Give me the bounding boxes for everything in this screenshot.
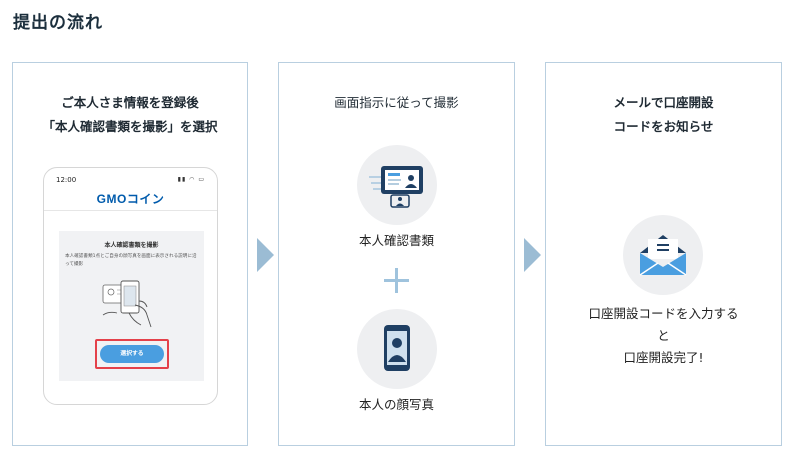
step-1-panel: ご本人さま情報を登録後 「本人確認書類を撮影」を選択 12:00 ▮▮ ◠ ▭ … bbox=[12, 62, 248, 446]
card-description: 本人確認書類1点とご自身の顔写真を画面に表示される説明に沿って撮影 bbox=[65, 254, 197, 267]
photo-capture-illustration-icon bbox=[102, 280, 152, 328]
portrait-photo-icon bbox=[384, 325, 410, 371]
portrait-photo-icon-circle bbox=[357, 309, 437, 389]
step-3-heading: メールで口座開設 コードをお知らせ bbox=[546, 91, 781, 139]
phone-status-icons: ▮▮ ◠ ▭ bbox=[177, 176, 205, 183]
gmo-coin-logo: GMOコイン bbox=[96, 192, 165, 206]
step-3-caption: 口座開設コードを入力する と 口座開設完了! bbox=[546, 303, 781, 369]
phone-time: 12:00 bbox=[56, 176, 77, 184]
id-card-icon-circle bbox=[357, 145, 437, 225]
face-photo-caption: 本人の顔写真 bbox=[358, 397, 434, 412]
select-button-highlight: 選択する bbox=[95, 339, 169, 369]
step-2-panel: 画面指示に従って撮影 本人確認書類 本人の顔写真 bbox=[278, 62, 515, 446]
step-3-heading-line-2: コードをお知らせ bbox=[613, 119, 714, 134]
step-1-heading-line-2: 「本人確認書類を撮影」を選択 bbox=[42, 119, 218, 134]
step-1-heading-line-1: ご本人さま情報を登録後 bbox=[61, 95, 199, 110]
step-3-caption-line-3: 口座開設完了! bbox=[623, 350, 704, 365]
id-card-icon bbox=[369, 166, 423, 208]
step-3-caption-line-1: 口座開設コードを入力する bbox=[588, 306, 739, 321]
step-arrow-icon bbox=[524, 238, 541, 272]
id-document-caption: 本人確認書類 bbox=[358, 233, 434, 248]
step-3-panel: メールで口座開設 コードをお知らせ 口座開設コードを入力する と 口座開設完了! bbox=[545, 62, 782, 446]
step-arrow-icon bbox=[257, 238, 274, 272]
card-title: 本人確認書類を撮影 bbox=[104, 242, 159, 249]
phone-header-divider bbox=[44, 210, 217, 211]
phone-content-card: 本人確認書類を撮影 本人確認書類1点とご自身の顔写真を画面に表示される説明に沿っ… bbox=[59, 231, 204, 381]
select-button[interactable]: 選択する bbox=[100, 345, 164, 363]
envelope-icon-circle bbox=[623, 215, 703, 295]
step-1-heading: ご本人さま情報を登録後 「本人確認書類を撮影」を選択 bbox=[13, 91, 247, 139]
step-3-heading-line-1: メールで口座開設 bbox=[613, 95, 714, 110]
envelope-icon bbox=[639, 235, 687, 276]
plus-icon bbox=[384, 268, 409, 293]
phone-mockup: 12:00 ▮▮ ◠ ▭ GMOコイン 本人確認書類を撮影 本人確認書類1点とご… bbox=[43, 167, 218, 405]
page-title: 提出の流れ bbox=[13, 13, 103, 33]
step-3-caption-line-2: と bbox=[657, 328, 670, 343]
step-2-heading: 画面指示に従って撮影 bbox=[334, 95, 459, 110]
